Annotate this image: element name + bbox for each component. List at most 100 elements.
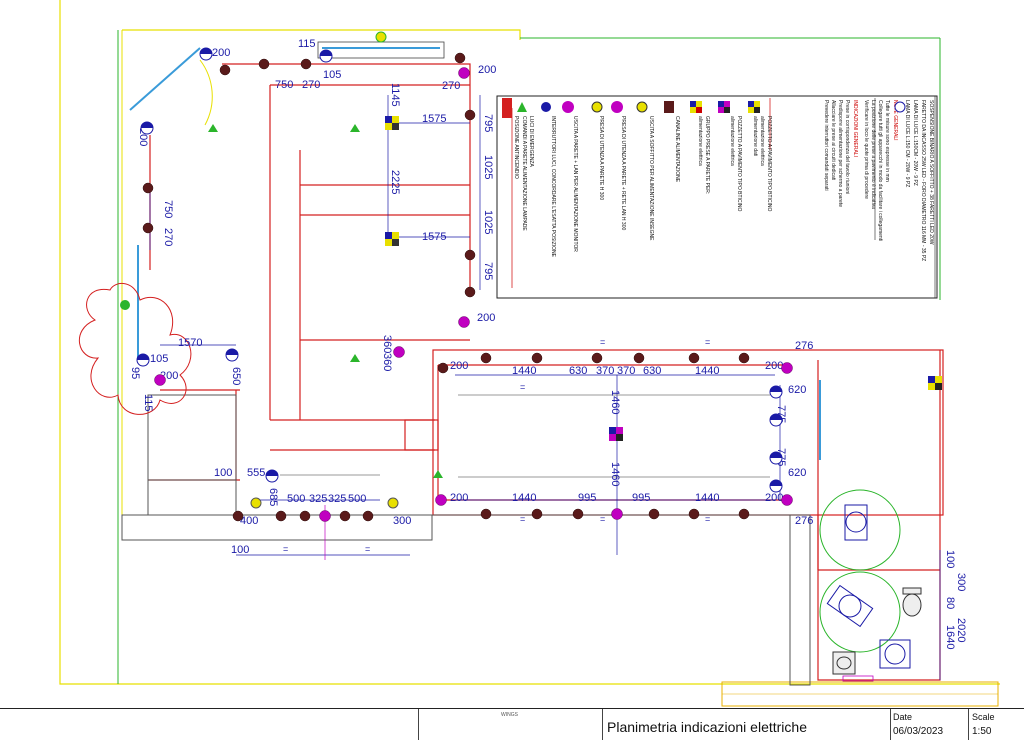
wall-socket-icon [458,316,470,328]
legend-note: Prevedere interruttori comandati separat… [823,100,829,191]
svg-text:=: = [600,514,605,524]
date-value: 06/03/2023 [893,726,944,737]
downlight-icon [142,222,154,234]
equal-marks: == === === [283,337,710,554]
dim-label: 1460 [609,462,621,486]
title-cell [602,709,891,740]
dim-label: 200 [477,312,495,324]
wheelchair-icon [844,504,868,541]
wall-socket-icons [154,67,793,522]
legend-item: COMANDI A PARETE ALIMENTAZIONE LAMPADE [521,116,527,231]
legend-item: PRESA DI UTENZA A PARETE H 300 [598,116,604,200]
wall-socket-icon [319,510,331,522]
legend-line: FARETTO DA INCASSO 25W LED - FORO DIAMET… [920,100,926,261]
dim-label: 2020 [955,618,967,642]
scale-cell [968,709,1024,740]
dim-label: 500 [348,493,366,505]
downlight-icon [299,510,311,522]
dim-label: 620 [788,384,806,396]
svg-text:=: = [365,544,370,554]
spotlight-icon [136,353,150,367]
dim-label: 325 [309,493,327,505]
legend-item: USCITA A SOFFITTO PER ALIMENTAZIONE INSE… [648,116,654,241]
spotlight-icon [199,47,213,61]
logo: WINGS [501,712,518,718]
legend-note: Allacciare le prese ai circuiti dedicati [830,100,836,180]
downlight-icon [688,508,700,520]
dim-label: 80 [944,597,956,609]
legend-panel: SOSPENSIONE BINARIO A SOFFITTO + 38 FARE… [496,95,938,299]
dim-label: 1460 [609,390,621,414]
dim-label: 200 [450,492,468,504]
dim-label: 1145 [389,83,401,107]
exit-sign-icon [433,470,443,478]
downlight-icon [572,508,584,520]
dim-label: 100 [944,550,956,568]
wall-socket-icon [458,67,470,79]
downlight-icon [738,352,750,364]
dim-label: 370 [596,365,614,377]
turning-circle [819,571,901,653]
downlight-icon [464,249,476,261]
dim-label: 750 [162,200,174,218]
dim-label: 276 [795,515,813,527]
dim-label: 1025 [482,155,494,179]
dim-label: 555 [247,467,265,479]
dim-label: 200 [765,360,783,372]
downlight-icon [531,352,543,364]
emergency-light-icon [387,497,399,509]
toilet-icon [902,587,922,617]
downlight-icon [648,508,660,520]
dim-label: 200 [478,64,496,76]
downlight-icon [300,58,312,70]
legend-item: PRESA DI UTENZA A PARETE + RETE LAN H 30… [620,116,626,230]
floor-box-icon [385,116,399,130]
spotlight-icon [319,49,333,63]
turning-circle [819,489,901,571]
dim-label: 105 [150,353,168,365]
dim-label: 1025 [482,210,494,234]
legend-item: LUCI DI EMERGENZA [528,116,534,168]
legend-note: Predisporre alimentazione per schermo a … [837,100,843,207]
downlight-icon [258,58,270,70]
downlight-icon [232,510,244,522]
sink-icon [832,651,856,675]
exit-sign-icon [350,124,360,132]
dim-label: 2225 [389,170,401,194]
site-boundary [59,0,1000,707]
svg-text:=: = [705,337,710,347]
dim-label: 650 [230,367,242,385]
bathroom-fixtures [819,489,922,682]
legend-item: alimentazione elettrica [729,116,735,166]
floor-box-icon [928,376,942,390]
downlight-icons [142,52,750,522]
plant-icon [78,282,192,415]
dim-label: 795 [482,262,494,280]
floor-box-icon [385,232,399,246]
spotlight-icon [265,469,279,483]
drawing-title: Planimetria indicazioni elettriche [607,719,807,735]
legend-note: Prese in corrispondenza del tavolo riuni… [844,100,850,194]
floor-box-icon [609,427,623,441]
downlight-icon [531,508,543,520]
legend-item: CANALINE ALIMENTAZIONE [674,116,680,183]
downlight-icon [688,352,700,364]
downlight-icon [275,510,287,522]
legend-item: POZZETTO A PAVIMENTO TIPO BTICINO [766,116,772,211]
dim-label: 200 [765,492,783,504]
downlight-icon [464,286,476,298]
spotlight-icon [225,348,239,362]
svg-text:=: = [705,514,710,524]
legend-symbols [517,101,906,113]
dim-label: 1440 [512,492,536,504]
dim-label: 750 [275,79,293,91]
downlight-icon [437,362,449,374]
dim-label: 100 [214,467,232,479]
wall-socket-icon [781,362,793,374]
spotlight-icon [769,413,783,427]
dim-label: 200 [212,47,230,59]
downlight-icon [464,109,476,121]
dim-label: 300 [955,573,967,591]
logo-cell: WINGS [418,709,603,740]
wall-socket-icon [781,494,793,506]
